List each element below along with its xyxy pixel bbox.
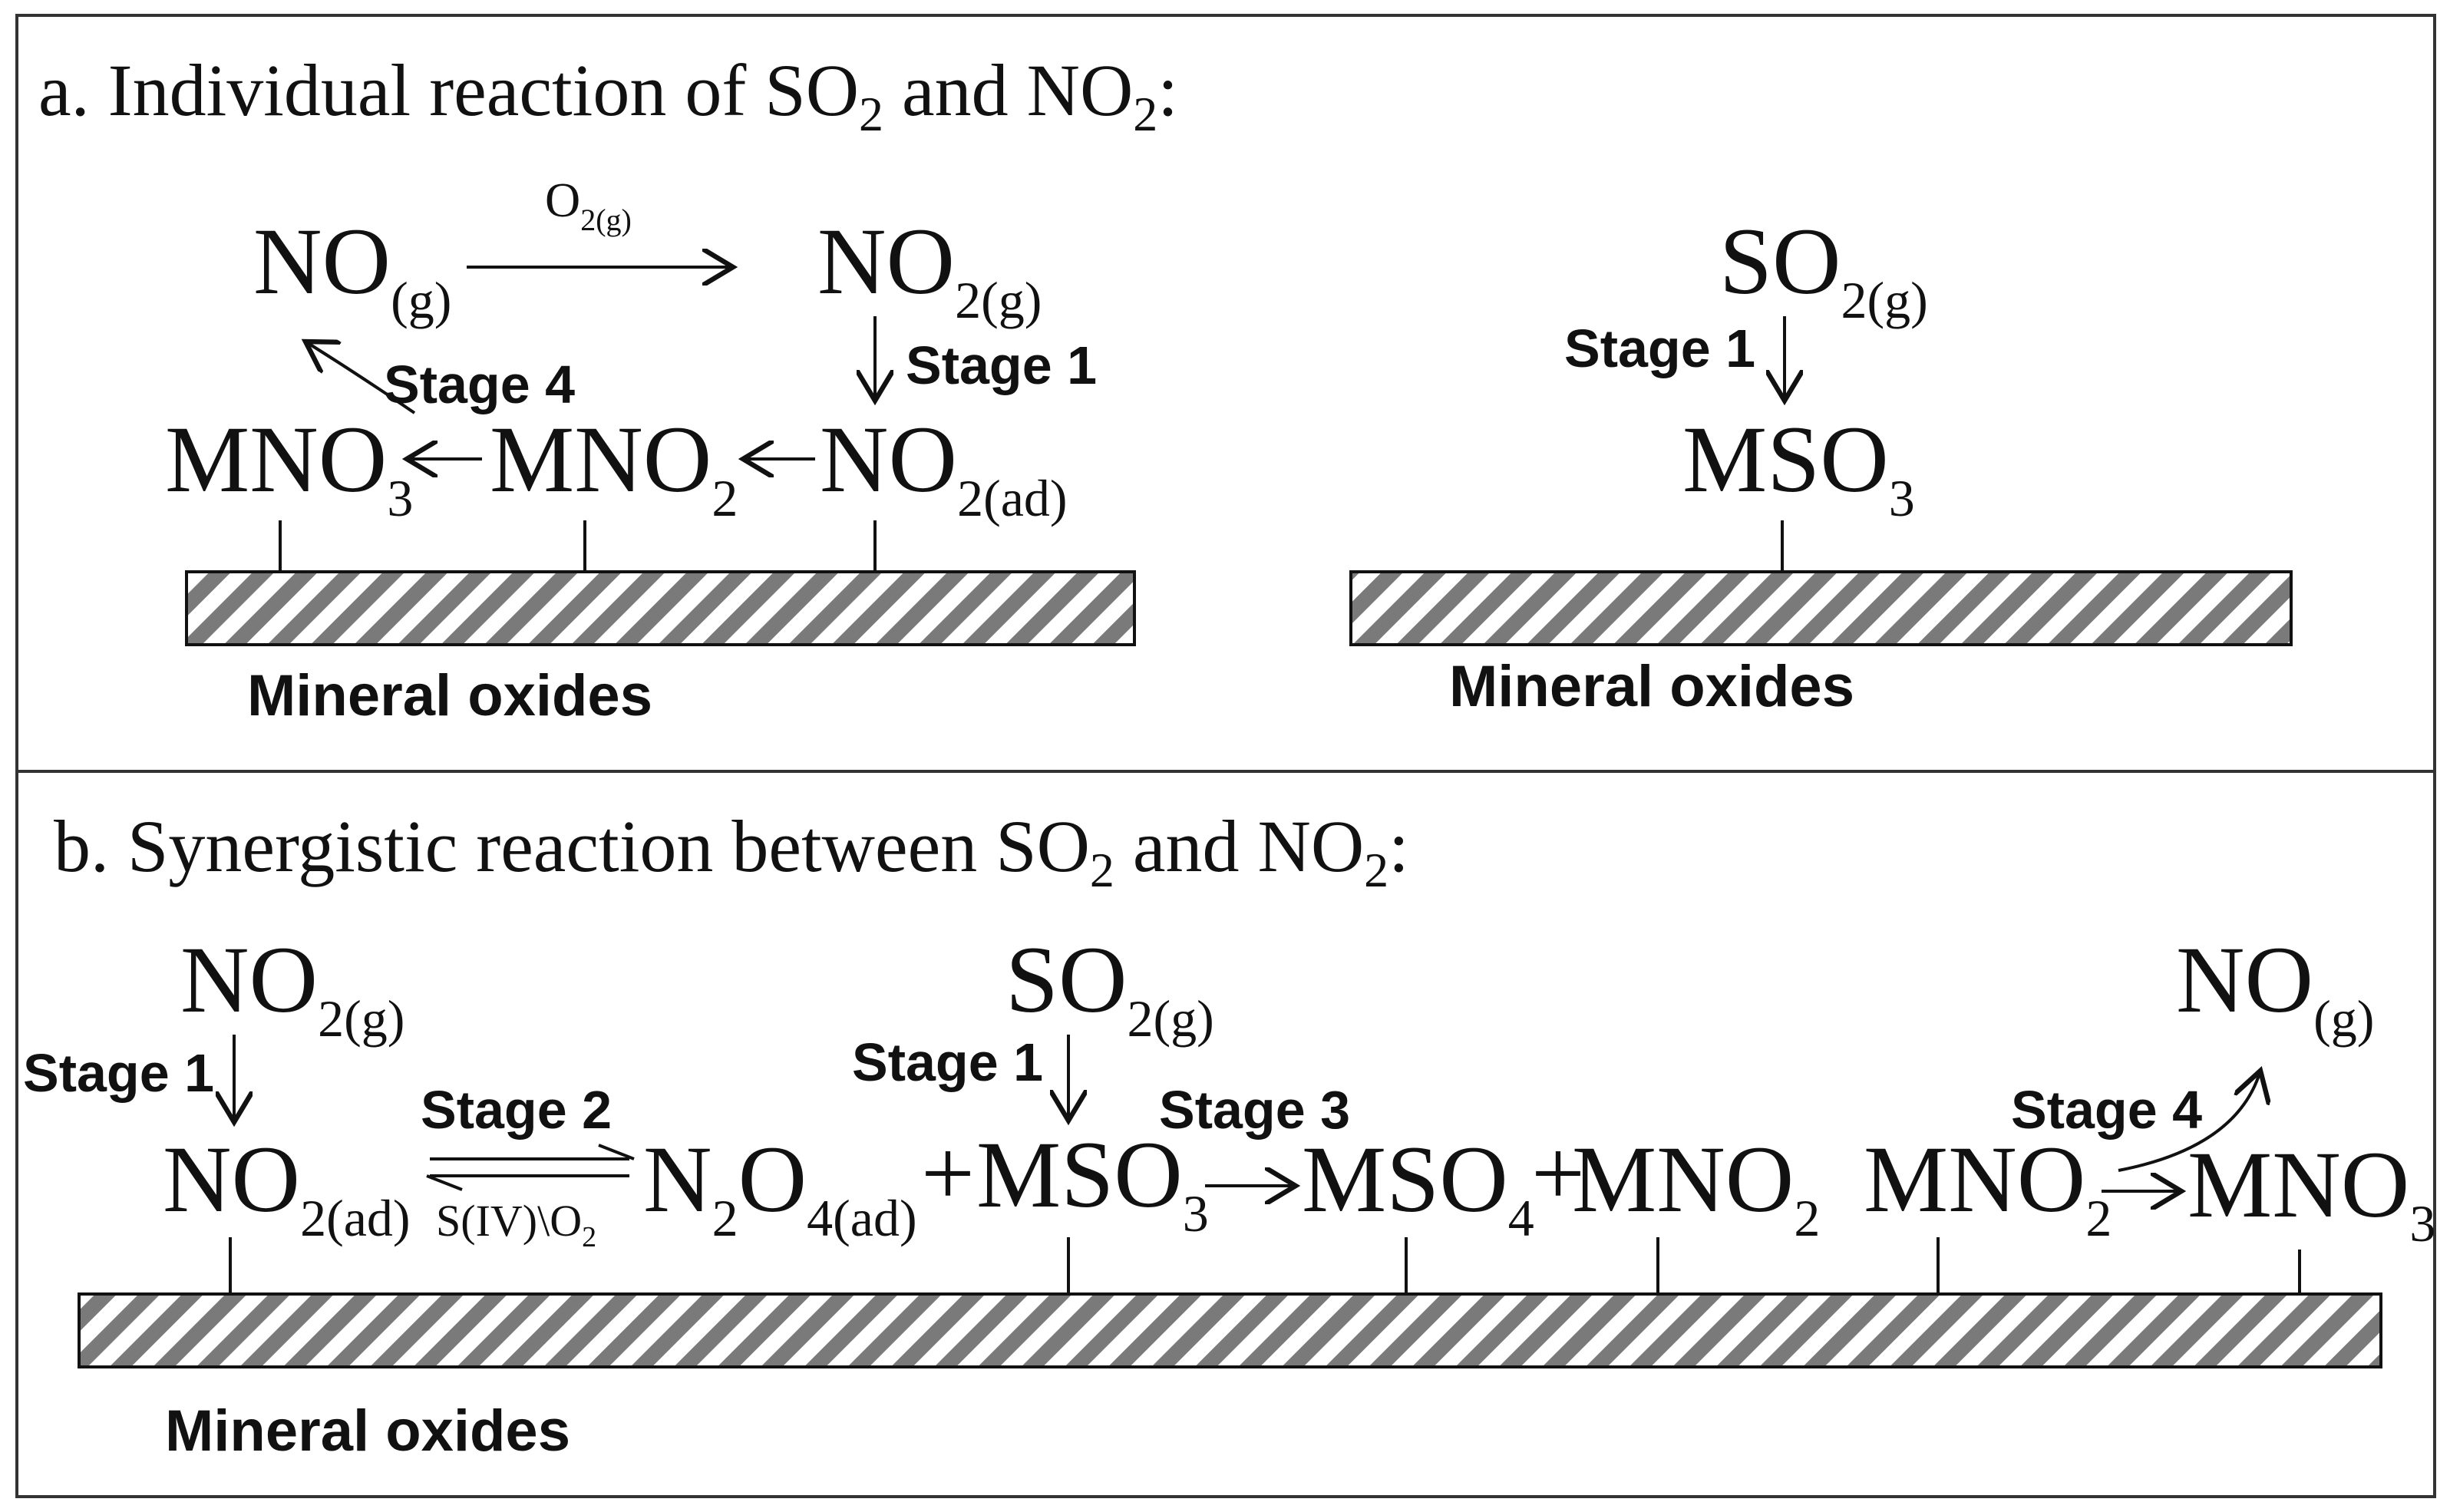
surface-label-b: Mineral oxides <box>165 1398 570 1464</box>
stage-3-label: Stage 3 <box>1159 1080 1350 1140</box>
panel-b-frame <box>15 770 2436 1498</box>
mno3-a: MNO3 <box>165 407 413 527</box>
stage-4-label: Stage 4 <box>384 355 575 414</box>
no-gas-b: NO(g) <box>2176 927 2374 1048</box>
surface-label-a-left: Mineral oxides <box>247 663 652 728</box>
no2-adsorbed-b: NO2(ad) <box>163 1127 411 1247</box>
stage-1-label-b-left: Stage 1 <box>23 1043 214 1103</box>
surface-label-a-right: Mineral oxides <box>1449 654 1854 719</box>
panel-a-title: a. Individual reaction of SO2 and NO2: <box>38 49 1178 141</box>
n2o4-adsorbed: N2O4(ad) <box>643 1127 917 1247</box>
mno2-a: MNO2 <box>490 407 738 527</box>
mineral-surface-a-right <box>1349 570 2293 646</box>
so2-gas-a: SO2(g) <box>1719 209 1928 329</box>
stage-1-label: Stage 1 <box>906 335 1097 395</box>
mineral-surface-b <box>78 1292 2382 1368</box>
panel-b-title: b. Synergistic reaction between SO2 and … <box>54 805 1409 897</box>
mso3-b: MSO3 <box>976 1122 1209 1243</box>
stage-4-label-b: Stage 4 <box>2011 1080 2202 1140</box>
mno3-b: MNO3 <box>2188 1132 2435 1253</box>
mso4-b: MSO4 <box>1302 1127 1534 1247</box>
no2-adsorbed: NO2(ad) <box>820 407 1068 527</box>
mno2-b-first: MNO2 <box>1572 1127 1820 1247</box>
mineral-surface-a-left <box>185 570 1136 646</box>
stage-1-label-right: Stage 1 <box>1564 319 1755 378</box>
mno2-b-second: MNO2 <box>1864 1127 2112 1247</box>
no2-gas-b: NO2(g) <box>180 927 404 1048</box>
stage-4-arrow-b <box>2118 1071 2260 1172</box>
plus-sign-1: + <box>921 1121 975 1226</box>
equilibrium-reverse-head <box>426 1174 463 1191</box>
no-gas: NO(g) <box>253 209 451 329</box>
stage-4-arrow <box>305 342 416 414</box>
mso3-a: MSO3 <box>1682 407 1915 527</box>
equilibrium-forward-head <box>598 1144 635 1160</box>
stage-1-label-b-mid: Stage 1 <box>852 1032 1043 1092</box>
no2-gas: NO2(g) <box>817 209 1042 329</box>
reverse-condition-label: S(IV)\O2 <box>436 1196 596 1253</box>
stage-2-label: Stage 2 <box>421 1080 612 1140</box>
plus-sign-2: + <box>1531 1121 1585 1226</box>
o2-label: O2(g) <box>545 173 632 237</box>
so2-gas-b: SO2(g) <box>1005 927 1214 1048</box>
